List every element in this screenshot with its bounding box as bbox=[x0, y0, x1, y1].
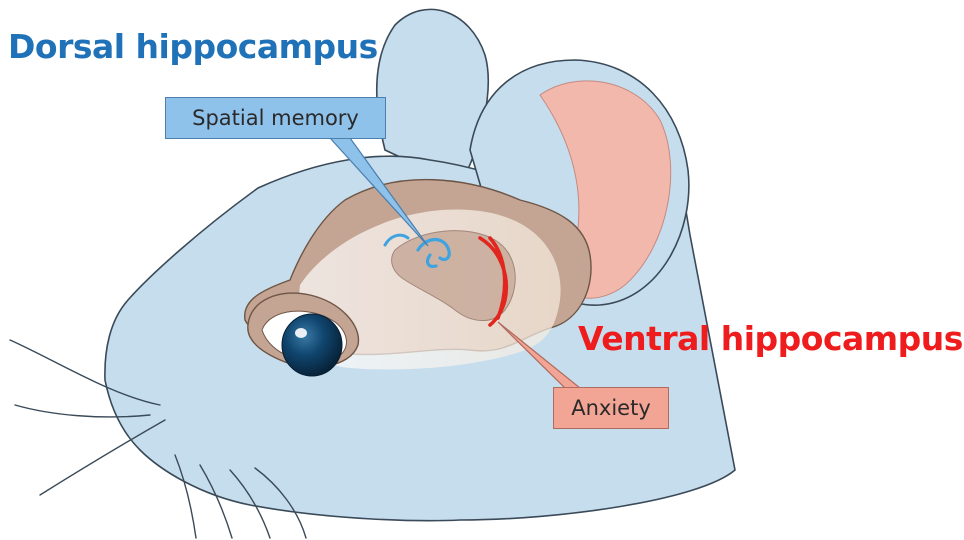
spatial-memory-callout: Spatial memory bbox=[165, 97, 386, 139]
eye bbox=[282, 314, 342, 376]
ventral-hippocampus-title: Ventral hippocampus bbox=[578, 319, 963, 358]
dorsal-hippocampus-title: Dorsal hippocampus bbox=[8, 27, 378, 66]
eye-highlight bbox=[295, 328, 307, 338]
anxiety-callout: Anxiety bbox=[553, 387, 669, 429]
